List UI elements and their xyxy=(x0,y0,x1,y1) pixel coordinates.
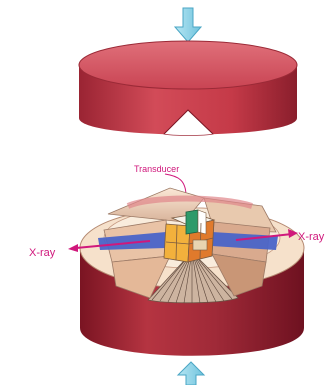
xray-right-label: X-ray xyxy=(298,231,325,243)
arrow-up-icon xyxy=(178,362,204,385)
transducer-label: Transducer xyxy=(134,164,179,174)
arrow-down-icon xyxy=(175,8,201,42)
xray-left-label: X-ray xyxy=(29,247,56,259)
sample-cube xyxy=(164,210,214,262)
upper-anvil xyxy=(79,41,297,136)
